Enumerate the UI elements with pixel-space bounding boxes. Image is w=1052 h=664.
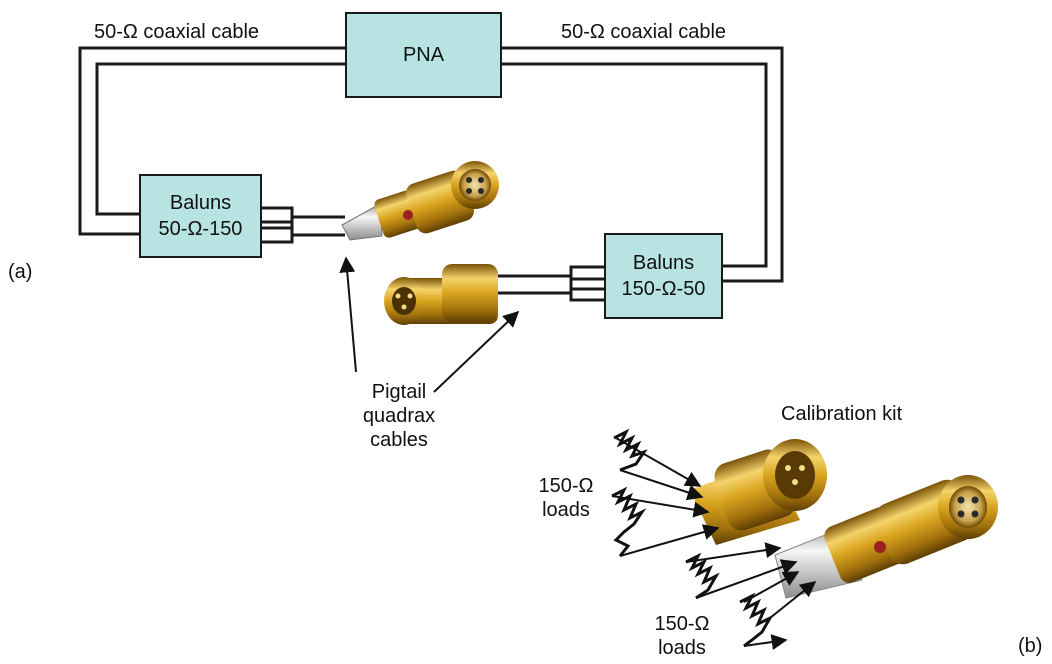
loads-left-line1: 150-Ω bbox=[538, 475, 594, 497]
calibration-female-connector bbox=[774, 475, 998, 599]
resistor-load-lower-1 bbox=[685, 552, 720, 600]
pigtail-label: Pigtail quadrax cables bbox=[354, 380, 444, 452]
panel-b-label: (b) bbox=[1018, 635, 1043, 657]
pigtail-label-line3: cables bbox=[370, 429, 428, 451]
pigtail-label-line2: quadrax bbox=[362, 405, 436, 427]
pigtail-label-line1: Pigtail bbox=[371, 381, 427, 403]
pigtail-connector-male bbox=[384, 264, 498, 325]
loads-left-line2: loads bbox=[542, 499, 590, 521]
balun-left-line2: 50-Ω-150 bbox=[158, 218, 243, 240]
loads-bottom-line2: loads bbox=[658, 637, 706, 659]
coax-cable-left bbox=[78, 46, 346, 236]
balun-left-line1: Baluns bbox=[169, 192, 232, 214]
calibration-male-connector bbox=[690, 439, 827, 545]
balun-left-box: Baluns 50-Ω-150 bbox=[139, 174, 262, 258]
resistor-load-upper-2 bbox=[611, 486, 647, 557]
balun-right-line2: 150-Ω-50 bbox=[621, 278, 706, 300]
coax-label-right: 50-Ω coaxial cable bbox=[561, 21, 727, 43]
balun-right-line1: Baluns bbox=[632, 252, 695, 274]
pna-label: PNA bbox=[402, 44, 445, 66]
panel-a-label: (a) bbox=[8, 261, 33, 283]
pigtail-connector-female bbox=[341, 161, 499, 241]
wire-right-balun-to-pigtail bbox=[496, 265, 604, 302]
coax-label-left: 50-Ω coaxial cable bbox=[94, 21, 260, 43]
pigtail-arrows bbox=[339, 256, 520, 393]
calibration-kit-label: Calibration kit bbox=[781, 403, 903, 425]
resistor-load-lower-2 bbox=[739, 592, 774, 648]
coax-cable-right bbox=[500, 46, 784, 283]
loads-bottom-line1: 150-Ω bbox=[654, 613, 710, 635]
load-arrows bbox=[611, 437, 817, 650]
wire-left-balun-to-pigtail bbox=[261, 206, 345, 244]
pna-box: PNA bbox=[345, 12, 502, 98]
balun-right-box: Baluns 150-Ω-50 bbox=[604, 233, 723, 319]
loads-label-bottom: 150-Ω loads bbox=[646, 612, 718, 660]
loads-label-left: 150-Ω loads bbox=[530, 474, 602, 522]
